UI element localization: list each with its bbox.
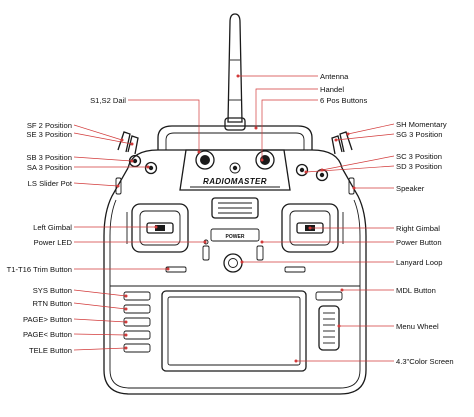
right-switches [295, 131, 355, 195]
lanyard-loop-inner [228, 258, 238, 268]
left-stick [155, 225, 165, 231]
labels-right: Antenna Handel 6 Pos Buttons SH Momentar… [320, 72, 454, 366]
label-handel: Handel [320, 85, 344, 94]
leader-sg [335, 133, 395, 141]
leader-se [73, 132, 133, 145]
top-shoulder [127, 149, 343, 169]
main-body [103, 167, 367, 395]
sd-switch-core [299, 167, 305, 173]
label-mdl-button: MDL Button [396, 286, 436, 295]
rs-slider-pot[interactable] [348, 177, 355, 195]
center-trim-right[interactable] [256, 245, 264, 261]
label-menu-wheel: Menu Wheel [396, 322, 439, 331]
left-gimbal[interactable] [126, 203, 189, 253]
label-page-next-button: PAGE> Button [23, 315, 72, 324]
label-page-prev-button: PAGE< Button [23, 330, 72, 339]
label-lanyard-loop: Lanyard Loop [396, 258, 442, 267]
s1-dial-knob [200, 155, 210, 165]
sys-button[interactable] [123, 291, 151, 301]
sd-switch[interactable] [295, 163, 309, 177]
left-button-column [123, 291, 151, 353]
body-inner-line [109, 199, 361, 389]
label-rtn-button: RTN Button [32, 299, 72, 308]
power-button-bar[interactable] [210, 228, 260, 242]
center-controls: POWER [202, 228, 264, 273]
se-switch-lever[interactable] [127, 135, 139, 155]
label-color-screen: 4.3"Color Screen [396, 357, 454, 366]
label-sa-3-position: SA 3 Position [27, 163, 72, 172]
leader-rtn [73, 302, 127, 310]
sa-switch[interactable] [144, 161, 158, 175]
sa-switch-core [148, 165, 154, 171]
sg-switch-lever[interactable] [331, 135, 343, 155]
page-prev-button[interactable] [123, 330, 151, 340]
right-horizontal-trim[interactable] [284, 266, 306, 273]
leader-page-next [73, 318, 127, 323]
labels-left: S1,S2 Dail SF 2 Position SE 3 Position S… [7, 96, 127, 355]
leader-six-pos [261, 99, 318, 160]
label-six-pos-buttons: 6 Pos Buttons [320, 96, 367, 105]
leader-sd [305, 165, 395, 173]
power-button-label: POWER [226, 234, 245, 240]
sh-switch-lever[interactable] [339, 131, 353, 153]
left-horizontal-trim[interactable] [165, 266, 187, 273]
s1-dial[interactable] [195, 150, 215, 170]
leader-tele [73, 347, 127, 351]
leader-page-prev [73, 333, 127, 336]
label-trim-button: T1-T16 Trim Button [7, 265, 72, 274]
menu-wheel[interactable] [318, 305, 340, 351]
page-next-button[interactable] [123, 317, 151, 327]
leader-sys [73, 289, 127, 297]
label-speaker: Speaker [396, 184, 425, 193]
rtn-button[interactable] [123, 304, 151, 314]
label-power-button: Power Button [396, 238, 442, 247]
transmitter-outline: RADIOMASTER [103, 13, 367, 395]
label-sc-3-position: SC 3 Position [396, 152, 442, 161]
speaker-grille [211, 197, 259, 219]
leader-handel [255, 88, 318, 128]
color-screen [161, 290, 307, 372]
leader-s1-s2-dail [128, 99, 200, 152]
label-ls-slider-pot: LS Slider Pot [28, 179, 73, 188]
center-top-panel: RADIOMASTER [179, 149, 291, 191]
label-sd-3-position: SD 3 Position [396, 162, 442, 171]
sc-switch-core [319, 172, 325, 178]
label-sys-button: SYS Button [33, 286, 72, 295]
leader-lines [73, 74, 395, 363]
antenna [224, 13, 246, 131]
leader-sc [321, 155, 395, 171]
label-sf-2-position: SF 2 Position [27, 121, 72, 130]
label-right-gimbal: Right Gimbal [396, 224, 440, 233]
lanyard-loop[interactable] [223, 253, 243, 273]
six-pos-button-core [232, 165, 238, 171]
label-sh-momentary: SH Momentary [396, 120, 447, 129]
label-antenna: Antenna [320, 72, 349, 81]
leader-sh [347, 123, 395, 135]
leader-sf [73, 124, 123, 141]
label-tele-button: TELE Button [29, 346, 72, 355]
tele-button[interactable] [123, 343, 151, 353]
label-left-gimbal: Left Gimbal [33, 223, 72, 232]
right-control-column [315, 291, 343, 351]
six-pos-button-cluster[interactable] [229, 162, 241, 174]
handle [157, 125, 313, 150]
label-sg-3-position: SG 3 Position [396, 130, 442, 139]
label-se-3-position: SE 3 Position [26, 130, 72, 139]
center-trim-left[interactable] [202, 245, 210, 261]
leader-sb [73, 156, 133, 162]
mdl-button[interactable] [315, 291, 343, 301]
s2-dial-knob [260, 155, 270, 165]
sb-switch-core [132, 158, 138, 164]
s2-dial[interactable] [255, 150, 275, 170]
label-sb-3-position: SB 3 Position [26, 153, 72, 162]
label-power-led: Power LED [34, 238, 73, 247]
brand-logo: RADIOMASTER [203, 177, 267, 186]
label-s1-s2-dail: S1,S2 Dail [90, 96, 126, 105]
leader-ls [73, 182, 119, 187]
